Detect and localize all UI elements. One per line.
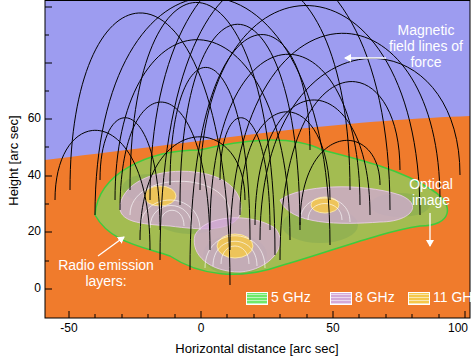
tick-label: 0 [198, 322, 205, 336]
tick-label: 50 [326, 322, 339, 336]
legend-text: 11 GHz [433, 289, 471, 305]
tick-label: 20 [28, 225, 41, 239]
tick-label: 0 [34, 282, 41, 296]
legend-swatch [246, 292, 268, 305]
legend-swatch [408, 292, 430, 305]
tick-label: -50 [60, 322, 77, 336]
axis-title: Horizontal distance [arc sec] [175, 342, 338, 357]
tick-label: 60 [28, 112, 41, 126]
callout-text: Radio emission layers: [50, 257, 162, 289]
legend-text: 8 GHz [355, 289, 395, 305]
axis-title: Height [arc sec] [7, 115, 22, 205]
legend-text: 5 GHz [271, 289, 311, 305]
callout-text: Magnetic field lines of force [389, 22, 463, 70]
tick-label: 40 [28, 169, 41, 183]
callout-text: Optical image [400, 176, 462, 208]
tick-label: 100 [448, 322, 468, 336]
legend-swatch [330, 292, 352, 305]
